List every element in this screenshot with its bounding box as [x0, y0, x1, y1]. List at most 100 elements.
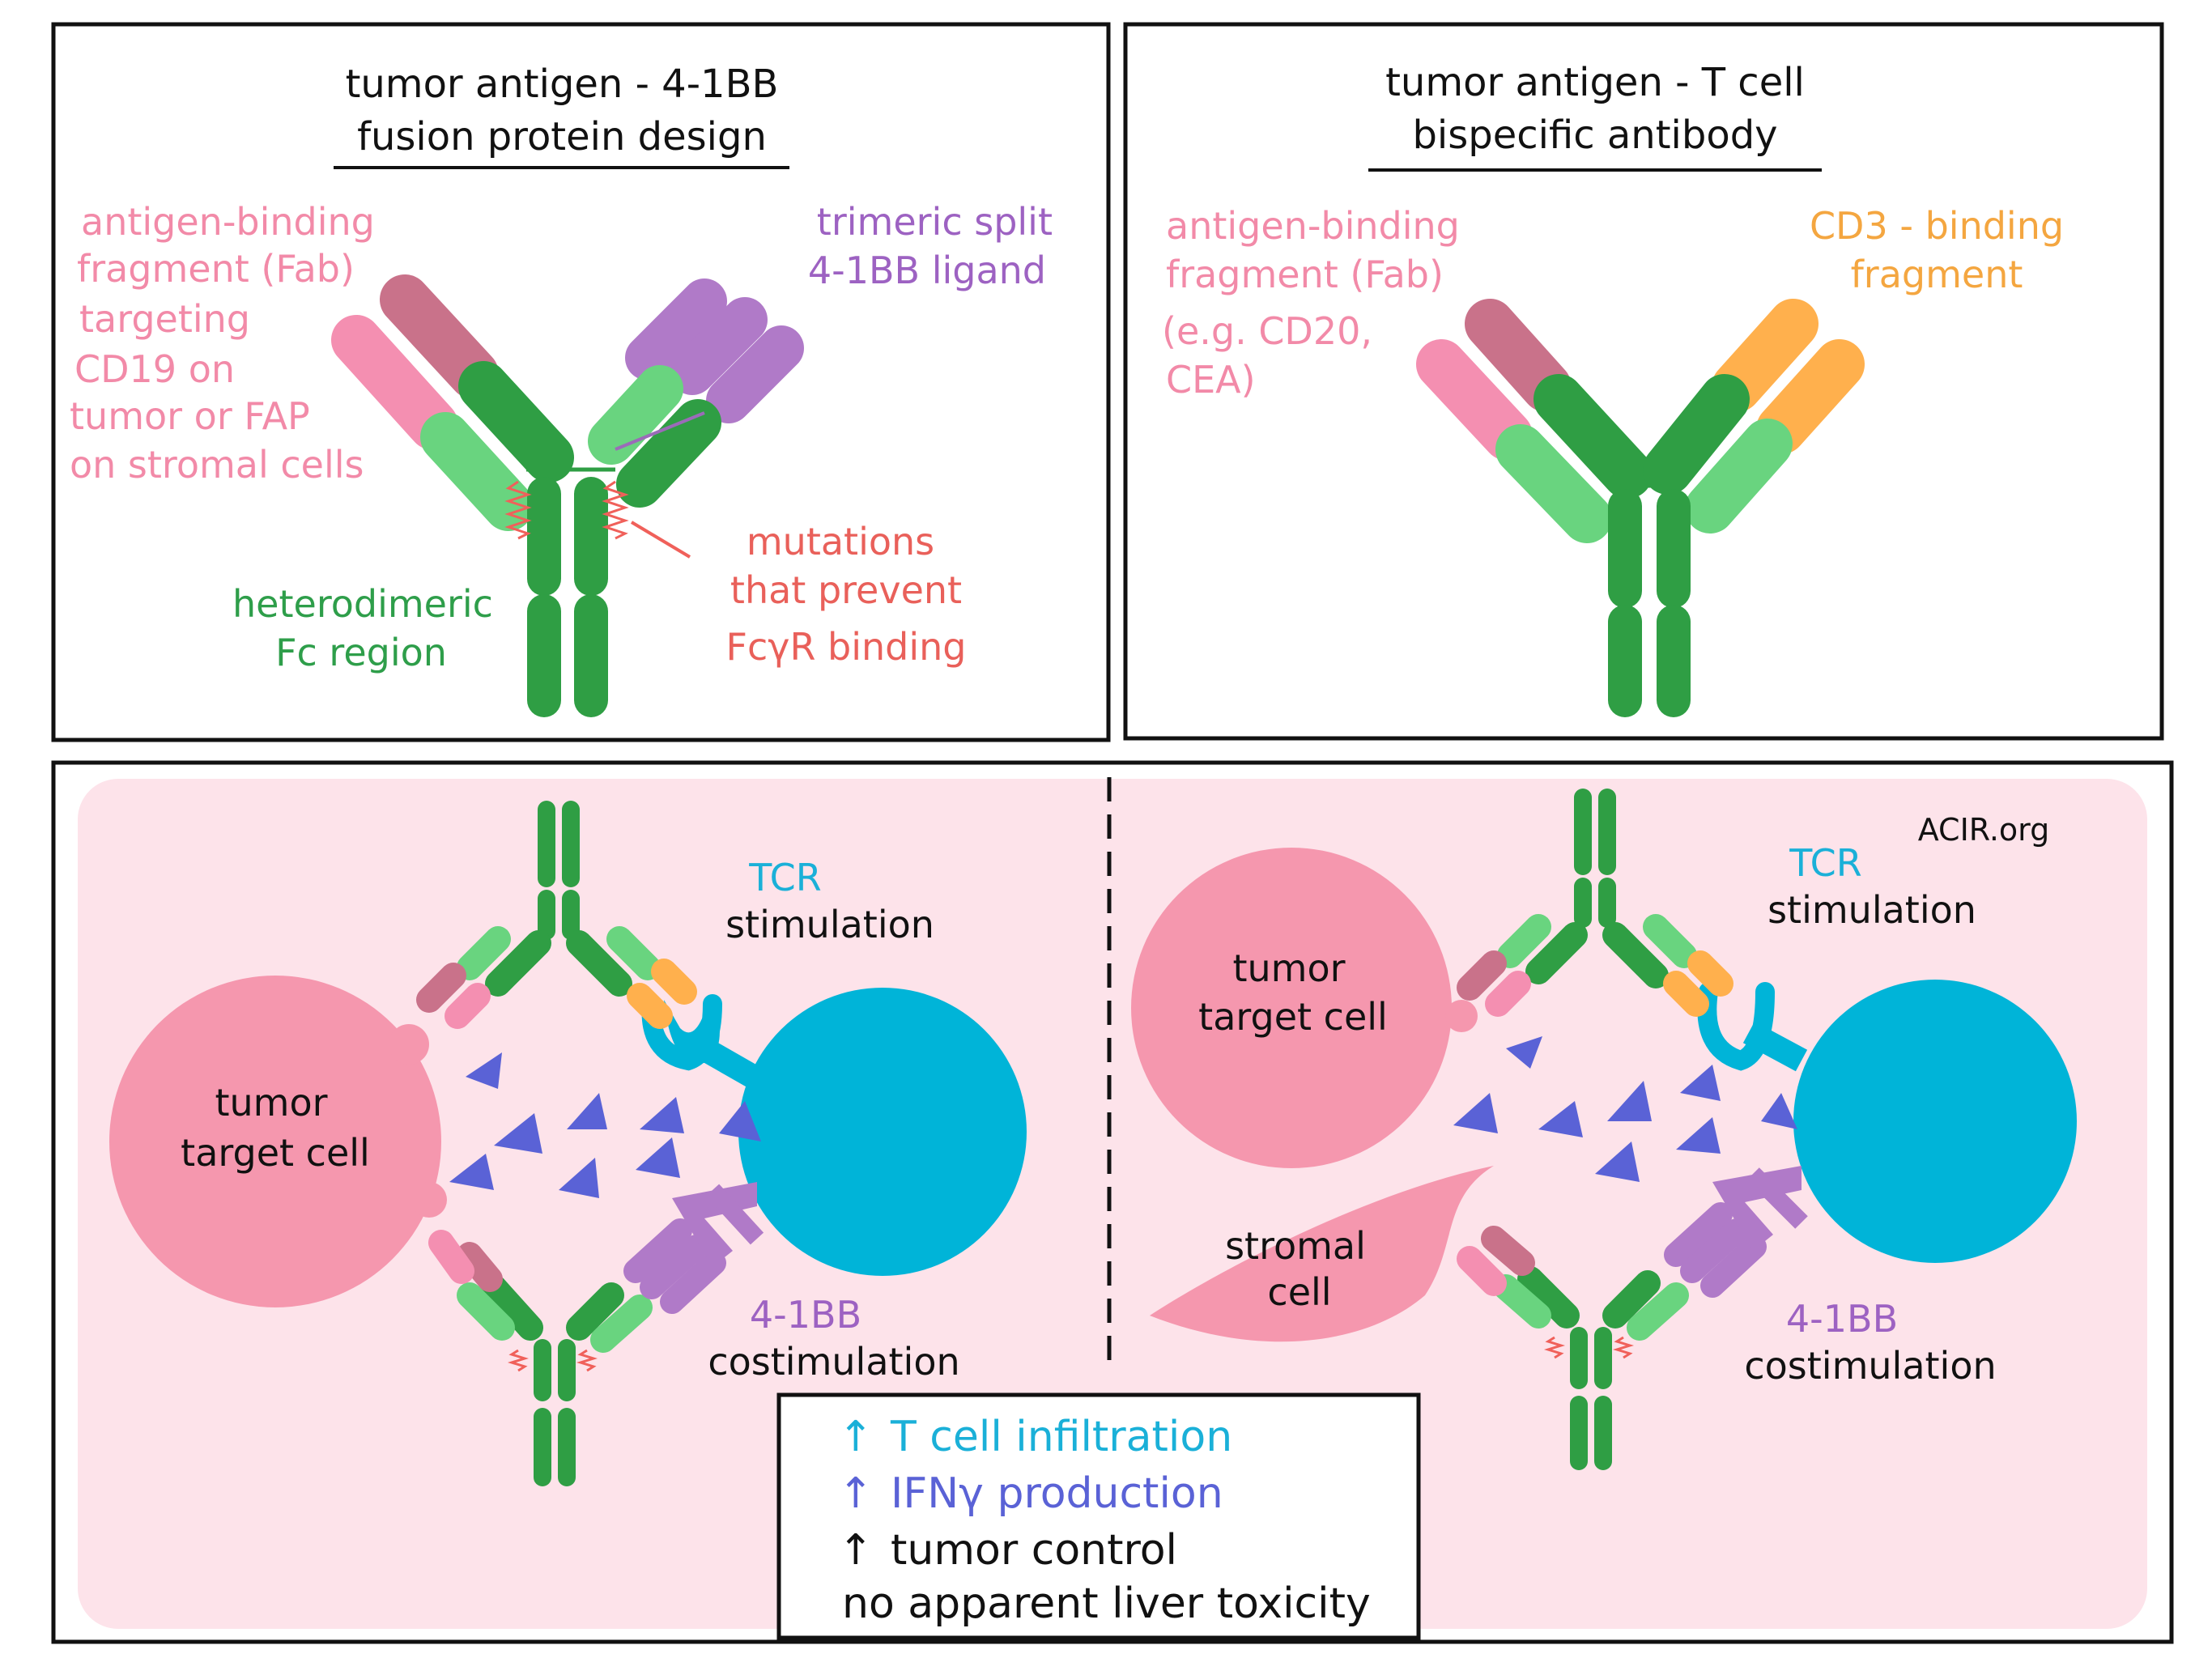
costim-label-line: costimulation: [708, 1340, 959, 1384]
tcr-receptor-cup: [641, 994, 722, 1071]
fab-label-line: fragment (Fab): [77, 247, 355, 291]
ligand-domain: [640, 1235, 708, 1299]
mutation-label-line: FcγR binding: [725, 625, 966, 669]
ifn-triangle: [1680, 1065, 1721, 1101]
mutation-zigzag: [1612, 1336, 1635, 1359]
fusion-protein-molecule: [331, 274, 804, 717]
bispecific-on-cells: [1457, 789, 1733, 1017]
ligand-domain-3: [706, 325, 804, 423]
tumor-label-line: tumor: [215, 1081, 327, 1124]
arm-domain: [1687, 950, 1733, 997]
arm-domain: [566, 1282, 624, 1341]
outcome-text: IFNγ production: [891, 1469, 1223, 1518]
fab-label-line: antigen-binding: [81, 200, 375, 244]
stromal-label-line: stromal: [1225, 1224, 1366, 1268]
outcomes-frame: [776, 1392, 1421, 1640]
ifn-triangle: [559, 1158, 599, 1198]
bs-fab-label-line: fragment (Fab): [1166, 253, 1444, 296]
tumor-antigen-bump: [1445, 1000, 1478, 1032]
tumor-label-line: tumor: [1232, 946, 1345, 990]
left-scenario: tumor target cell: [109, 801, 1027, 1486]
ifn-gamma-molecules: [449, 1052, 761, 1198]
ifn-triangle: [494, 1113, 542, 1154]
ifn-triangle: [1453, 1093, 1498, 1133]
arm-domain: [485, 930, 551, 997]
fab-label: antigen-binding fragment (Fab) targeting…: [70, 200, 375, 487]
mutation-zigzag: [1543, 1336, 1566, 1359]
mutation-label-line: that prevent: [730, 568, 962, 612]
arm-domain: [590, 1295, 653, 1353]
stromal-label-line: cell: [1267, 1270, 1331, 1314]
mutation-zigzag-left: [504, 480, 532, 540]
fab-heavy-chain-constant: [458, 361, 574, 483]
outcome-arrow: ↑: [838, 1526, 874, 1575]
ifn-triangle: [449, 1154, 494, 1190]
outcome-text: tumor control: [891, 1526, 1177, 1575]
ligand-domain: [1700, 1235, 1767, 1298]
ligand-domain: [623, 1218, 692, 1283]
bispecific-molecule: [1416, 299, 1865, 717]
fab-light-chain-constant: [420, 412, 534, 531]
arm-domain: [1643, 914, 1697, 968]
ligand-domain-1: [625, 278, 727, 380]
cd3-light-constant: [1685, 419, 1793, 534]
fc-label-line: heterodimeric: [232, 582, 493, 626]
costim-label-line: 4-1BB: [750, 1293, 861, 1337]
outcome-text: no apparent liver toxicity: [842, 1579, 1371, 1628]
ligand-label-line: trimeric split: [817, 200, 1053, 244]
panel-b-title-1: tumor antigen - T cell: [1385, 60, 1805, 105]
fab-label-line: targeting: [79, 297, 250, 341]
panel-b-title-2: bispecific antibody: [1412, 113, 1777, 158]
ligand-light-arm: [588, 365, 683, 465]
fusion-protein-on-cells: [428, 1218, 726, 1486]
fab-label-line: tumor or FAP: [70, 394, 310, 438]
bs-fab-label-line: CEA): [1166, 358, 1256, 402]
cd3-heavy-variable: [1712, 299, 1819, 412]
tcr-label-line: TCR: [1789, 841, 1861, 885]
ifn-triangle: [1761, 1093, 1797, 1129]
ifn-triangle: [636, 1137, 680, 1178]
tumor-antigen-bump: [411, 1182, 447, 1218]
cd3-label-line: CD3 - binding: [1810, 204, 2064, 248]
ifn-triangle: [1538, 1101, 1583, 1137]
bs-fab-heavy-constant: [1534, 374, 1653, 499]
ligand-connector: [615, 411, 705, 451]
bs-fab-label-line: antigen-binding: [1166, 204, 1460, 248]
ifn-triangle: [1595, 1141, 1640, 1182]
outcome-arrow: ↑: [838, 1469, 874, 1518]
costim-label-line: 4-1BB: [1786, 1297, 1898, 1341]
mutation-label-line: mutations: [747, 520, 934, 563]
receptor-4-1bb-stalk: [705, 1184, 764, 1245]
tumor-cell-left: [109, 976, 441, 1307]
arm-domain: [481, 1274, 543, 1341]
ifn-gamma-molecules: [1453, 1036, 1797, 1182]
arm-domain: [627, 983, 673, 1029]
arm-domain: [566, 930, 632, 997]
ifn-triangle: [719, 1101, 761, 1141]
arm-domain: [457, 926, 511, 980]
ifn-triangle: [1506, 1036, 1542, 1069]
tumor-label-line: target cell: [181, 1131, 370, 1175]
ifn-triangle: [640, 1097, 684, 1133]
mutation-zigzag: [507, 1349, 530, 1372]
outcome-text: T cell infiltration: [890, 1413, 1232, 1461]
receptor-4-1bb: [1712, 1166, 1802, 1251]
panel-a-title-2: fusion protein design: [357, 114, 767, 159]
ligand-domain-2: [670, 297, 768, 395]
arm-domain: [457, 1282, 515, 1341]
tumor-label-line: target cell: [1198, 995, 1388, 1039]
arm-domain: [1602, 1270, 1661, 1329]
arm-domain: [428, 1230, 474, 1284]
t-cell-left: [738, 988, 1027, 1276]
stromal-cell: [1150, 1166, 1494, 1342]
t-cell-right: [1793, 980, 2077, 1263]
ligand-domain: [1680, 1218, 1749, 1283]
arm-domain: [1481, 1226, 1535, 1276]
mutation-zigzag: [576, 1349, 598, 1372]
tumor-cell-right: [1131, 848, 1452, 1168]
arm-domain: [1485, 971, 1531, 1017]
tcr-label-line: stimulation: [1767, 888, 1976, 932]
fusion-protein-on-cells: [1457, 1202, 1767, 1470]
costim-label-line: costimulation: [1744, 1344, 1996, 1388]
